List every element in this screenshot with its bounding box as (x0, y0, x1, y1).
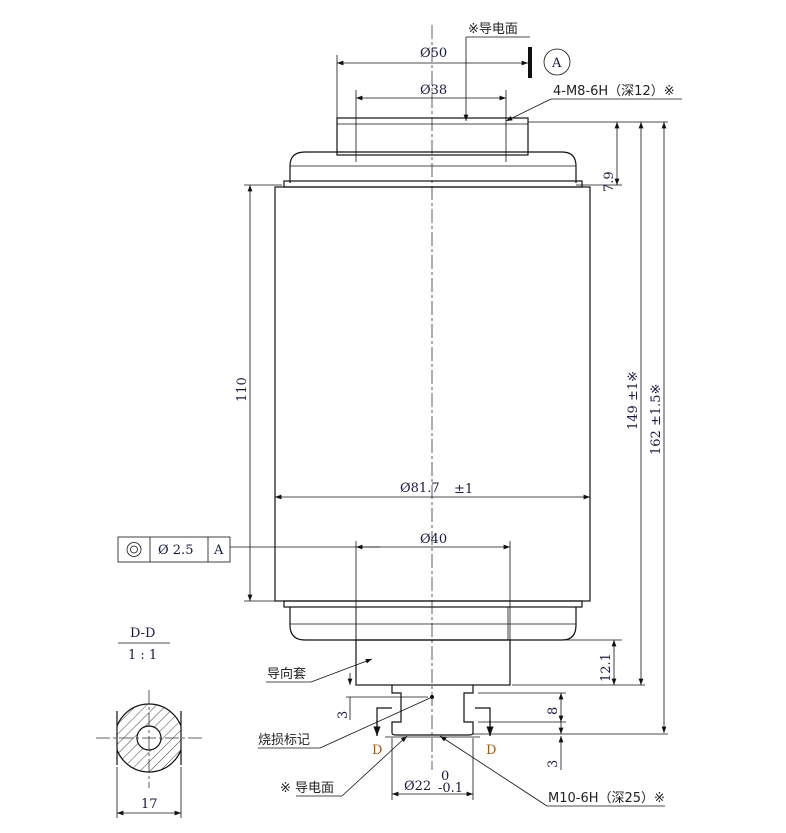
svg-text:D: D (372, 743, 382, 758)
dimension-3-left: 3 (336, 673, 428, 720)
svg-text:A: A (213, 543, 224, 558)
concentricity-tolerance-frame: Ø 2.5 A (117, 536, 231, 563)
svg-text:162 ±1.5※: 162 ±1.5※ (649, 384, 664, 455)
svg-text:7.9: 7.9 (602, 171, 617, 192)
section-d-d: D-D 1 : 1 17 (96, 626, 203, 818)
thread-bottom-callout: M10-6H（深25）※ (439, 735, 665, 807)
dimension-149: 149 ±1※ (626, 122, 644, 685)
dimension-dia-50: Ø50 (336, 46, 528, 118)
svg-text:3: 3 (336, 711, 351, 719)
svg-text:烧损标记: 烧损标记 (258, 733, 310, 748)
svg-text:Ø22: Ø22 (404, 779, 431, 794)
thread-top-callout: 4-M8-6H（深12）※ (505, 84, 682, 122)
svg-text:Ø38: Ø38 (420, 83, 447, 98)
svg-text:A: A (551, 56, 562, 71)
dimension-dia-81-7: Ø81.7 ±1 (275, 481, 590, 500)
svg-text:8: 8 (546, 707, 561, 715)
svg-text:Ø50: Ø50 (420, 46, 447, 61)
svg-text:※ 导电面: ※ 导电面 (280, 781, 334, 796)
svg-text:110: 110 (235, 377, 250, 402)
svg-text:-0.1: -0.1 (438, 781, 463, 796)
svg-text:0: 0 (441, 769, 449, 784)
dimension-dia-40: Ø40 (230, 532, 511, 640)
svg-text:17: 17 (141, 797, 158, 812)
svg-text:12.1: 12.1 (599, 653, 614, 682)
svg-text:M10-6H（深25）※: M10-6H（深25）※ (548, 791, 665, 806)
svg-text:D-D: D-D (130, 626, 155, 641)
dimension-3-right: 3 (473, 720, 668, 770)
bottom-conductive-face-callout: ※ 导电面 (280, 735, 480, 797)
svg-text:±1: ±1 (454, 482, 473, 497)
svg-text:149 ±1※: 149 ±1※ (626, 371, 641, 430)
svg-text:3: 3 (546, 760, 561, 768)
dimension-dia-22: Ø22 0 -0.1 (391, 738, 474, 800)
guide-sleeve-callout: 导向套 (266, 658, 373, 683)
burn-mark-callout: 烧损标记 (258, 695, 434, 749)
dimension-110: 110 (235, 184, 282, 602)
svg-text:1 : 1: 1 : 1 (128, 648, 157, 663)
dimension-7-9: 7.9 (602, 122, 620, 192)
svg-text:Ø81.7: Ø81.7 (400, 481, 440, 496)
dimension-12-1: 12.1 (510, 639, 645, 686)
svg-text:4-M8-6H（深12）※: 4-M8-6H（深12）※ (553, 84, 675, 99)
svg-text:Ø 2.5: Ø 2.5 (158, 543, 193, 558)
dimension-dia-38: Ø38 (355, 83, 507, 124)
svg-text:※导电面: ※导电面 (468, 22, 518, 37)
datum-a: A (528, 47, 571, 78)
section-cut-markers: D D (372, 707, 496, 758)
top-conductive-face-callout: ※导电面 (463, 22, 530, 121)
dimension-162: 162 ±1.5※ (649, 122, 667, 733)
svg-text:Ø40: Ø40 (420, 532, 447, 547)
svg-text:D: D (486, 743, 496, 758)
svg-text:导向套: 导向套 (267, 666, 306, 682)
interrupter-body (274, 117, 591, 736)
dimension-8: 8 (478, 692, 566, 723)
